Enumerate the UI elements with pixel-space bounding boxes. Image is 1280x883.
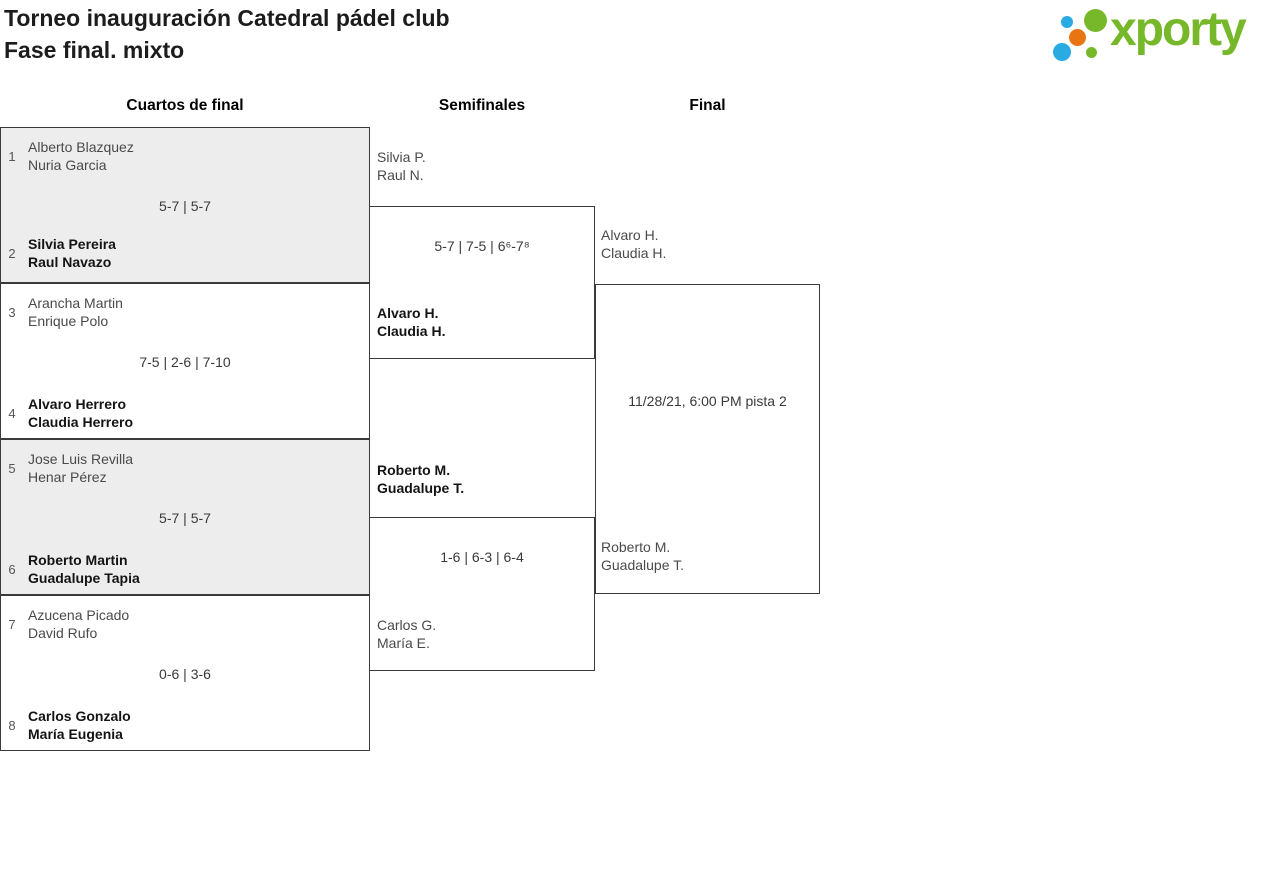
- round-header-final: Final: [689, 97, 726, 114]
- match-score: 5-7 | 5-7: [159, 510, 211, 526]
- player-name: Roberto M.: [601, 539, 671, 555]
- team-pair: Roberto M. Guadalupe T.: [377, 461, 464, 497]
- logo-dot-icon: [1084, 9, 1107, 32]
- bracket-divider: [0, 282, 370, 284]
- match-score: 5-7 | 7-5 | 6⁶-7⁸: [434, 238, 530, 254]
- team-pair: Silvia P. Raul N.: [377, 148, 426, 184]
- page-subtitle: Fase final. mixto: [4, 37, 185, 63]
- team-pair: Carlos G. María E.: [377, 616, 436, 652]
- player-name: Jose Luis Revilla: [28, 451, 134, 467]
- logo-dot-icon: [1053, 43, 1071, 61]
- match-score: 1-6 | 6-3 | 6-4: [440, 549, 524, 565]
- player-name: Carlos G.: [377, 617, 437, 633]
- player-name: Alberto Blazquez: [28, 139, 134, 155]
- player-name: Henar Pérez: [28, 469, 107, 485]
- team-pair: Roberto M. Guadalupe T.: [601, 538, 684, 574]
- logo-wordmark: xporty: [1110, 3, 1247, 56]
- player-name: Raul N.: [377, 167, 424, 183]
- seed-number: 5: [8, 460, 16, 476]
- player-name: David Rufo: [28, 625, 98, 641]
- bracket-divider: [0, 438, 370, 440]
- player-name: Roberto M.: [377, 462, 451, 478]
- player-name: Claudia H.: [601, 245, 667, 261]
- logo-dot-icon: [1061, 16, 1073, 28]
- player-name: Raul Navazo: [28, 254, 112, 270]
- match-score: 7-5 | 2-6 | 7-10: [139, 354, 231, 370]
- logo-dot-icon: [1086, 47, 1097, 58]
- match-box-semifinal-1[interactable]: [369, 206, 595, 359]
- player-name: Alvaro H.: [601, 227, 659, 243]
- logo-dot-icon: [1069, 29, 1086, 46]
- team-pair: Alvaro H. Claudia H.: [601, 226, 666, 262]
- seed-number: 6: [8, 561, 16, 577]
- team-pair: Alvaro H. Claudia H.: [377, 304, 445, 340]
- page-title: Torneo inauguración Catedral pádel club: [4, 5, 450, 31]
- player-name: Azucena Picado: [28, 607, 130, 623]
- player-name: María Eugenia: [28, 726, 123, 742]
- player-name: Alvaro Herrero: [28, 396, 127, 412]
- player-name: María E.: [377, 635, 430, 651]
- player-name: Guadalupe T.: [601, 557, 685, 573]
- seed-number: 3: [8, 304, 16, 320]
- player-name: Claudia H.: [377, 323, 446, 339]
- player-name: Claudia Herrero: [28, 414, 134, 430]
- xporty-logo[interactable]: xporty: [1048, 2, 1280, 68]
- match-schedule: 11/28/21, 6:00 PM pista 2: [628, 393, 787, 409]
- match-score: 5-7 | 5-7: [159, 198, 211, 214]
- match-box-quarterfinal-3[interactable]: [0, 439, 370, 595]
- player-name: Roberto Martin: [28, 552, 128, 568]
- player-name: Alvaro H.: [377, 305, 439, 321]
- player-name: Silvia P.: [377, 149, 426, 165]
- match-box-final[interactable]: [595, 284, 820, 594]
- player-name: Arancha Martin: [28, 295, 123, 311]
- match-score: 0-6 | 3-6: [159, 666, 211, 682]
- player-name: Nuria Garcia: [28, 157, 107, 173]
- match-box-semifinal-2[interactable]: [369, 517, 595, 671]
- round-header-semifinals: Semifinales: [438, 97, 526, 114]
- round-header-quarterfinals: Cuartos de final: [126, 97, 244, 114]
- match-box-quarterfinal-1[interactable]: [0, 127, 370, 283]
- seed-number: 4: [8, 405, 16, 421]
- player-name: Enrique Polo: [28, 313, 109, 329]
- player-name: Guadalupe Tapia: [28, 570, 140, 586]
- seed-number: 1: [8, 148, 16, 164]
- seed-number: 8: [8, 717, 16, 733]
- player-name: Guadalupe T.: [377, 480, 465, 496]
- bracket-divider: [0, 594, 370, 596]
- player-name: Carlos Gonzalo: [28, 708, 131, 724]
- seed-number: 7: [8, 616, 16, 632]
- seed-number: 2: [8, 245, 16, 261]
- player-name: Silvia Pereira: [28, 236, 116, 252]
